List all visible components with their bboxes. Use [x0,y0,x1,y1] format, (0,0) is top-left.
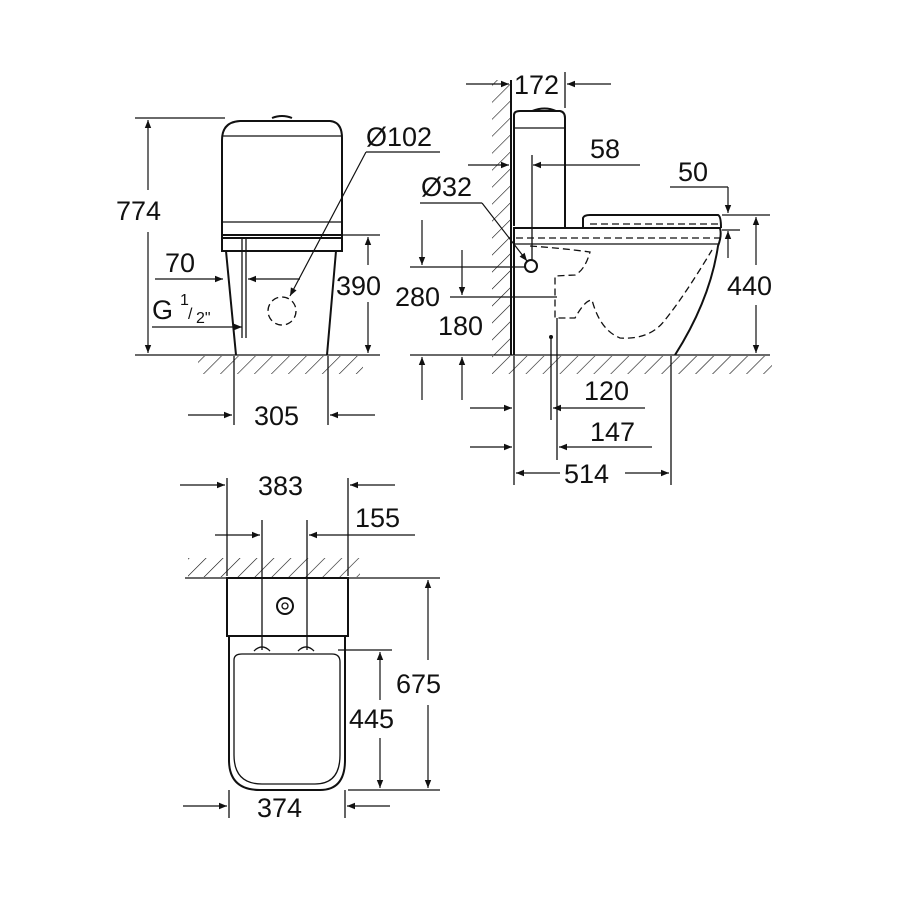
dim-g-thread: G [152,295,173,325]
floor-hatch-side [492,356,772,374]
thread-num: 1 [180,292,189,309]
dim-172: 172 [514,70,559,100]
dim-180: 180 [438,311,483,341]
dim-440: 440 [727,271,772,301]
trap-dashed [529,245,713,339]
seat-outline [233,653,341,785]
dim-o102: Ø102 [366,122,432,152]
side-cistern [513,110,566,228]
side-pan [513,227,722,356]
dim-383: 383 [258,471,303,501]
cistern-base [221,234,343,252]
dim-305: 305 [254,401,299,431]
dim-120: 120 [584,376,629,406]
flush-pipe [524,259,538,273]
dim-280: 280 [395,282,440,312]
front-view: 774 70 G 1 / 2" Ø102 390 305 [116,115,440,431]
dim-774: 774 [116,196,161,226]
floor-hatch [198,356,363,374]
dim-514: 514 [564,459,609,489]
dim-58: 58 [590,134,620,164]
top-view: 383 155 675 445 374 [180,471,441,823]
dim-155: 155 [355,503,400,533]
seat-lid [582,214,722,229]
dim-147: 147 [590,417,635,447]
dim-445: 445 [349,704,394,734]
outlet-circle [267,296,297,326]
dim-70: 70 [165,248,195,278]
wall-hatch [492,80,511,355]
dim-50: 50 [678,157,708,187]
dim-o32: Ø32 [421,172,472,202]
dim-390: 390 [336,271,381,301]
dim-374: 374 [257,793,302,823]
flush-button [276,597,294,615]
thread-slash: / [188,306,193,323]
pan-sides [225,250,337,356]
wall-hatch-top [188,558,360,577]
dim-675: 675 [396,669,441,699]
thread-den: 2" [196,310,211,327]
cistern [221,120,343,239]
top-bowl [228,635,346,791]
side-view: 172 58 50 440 Ø32 280 180 1 [395,70,772,489]
